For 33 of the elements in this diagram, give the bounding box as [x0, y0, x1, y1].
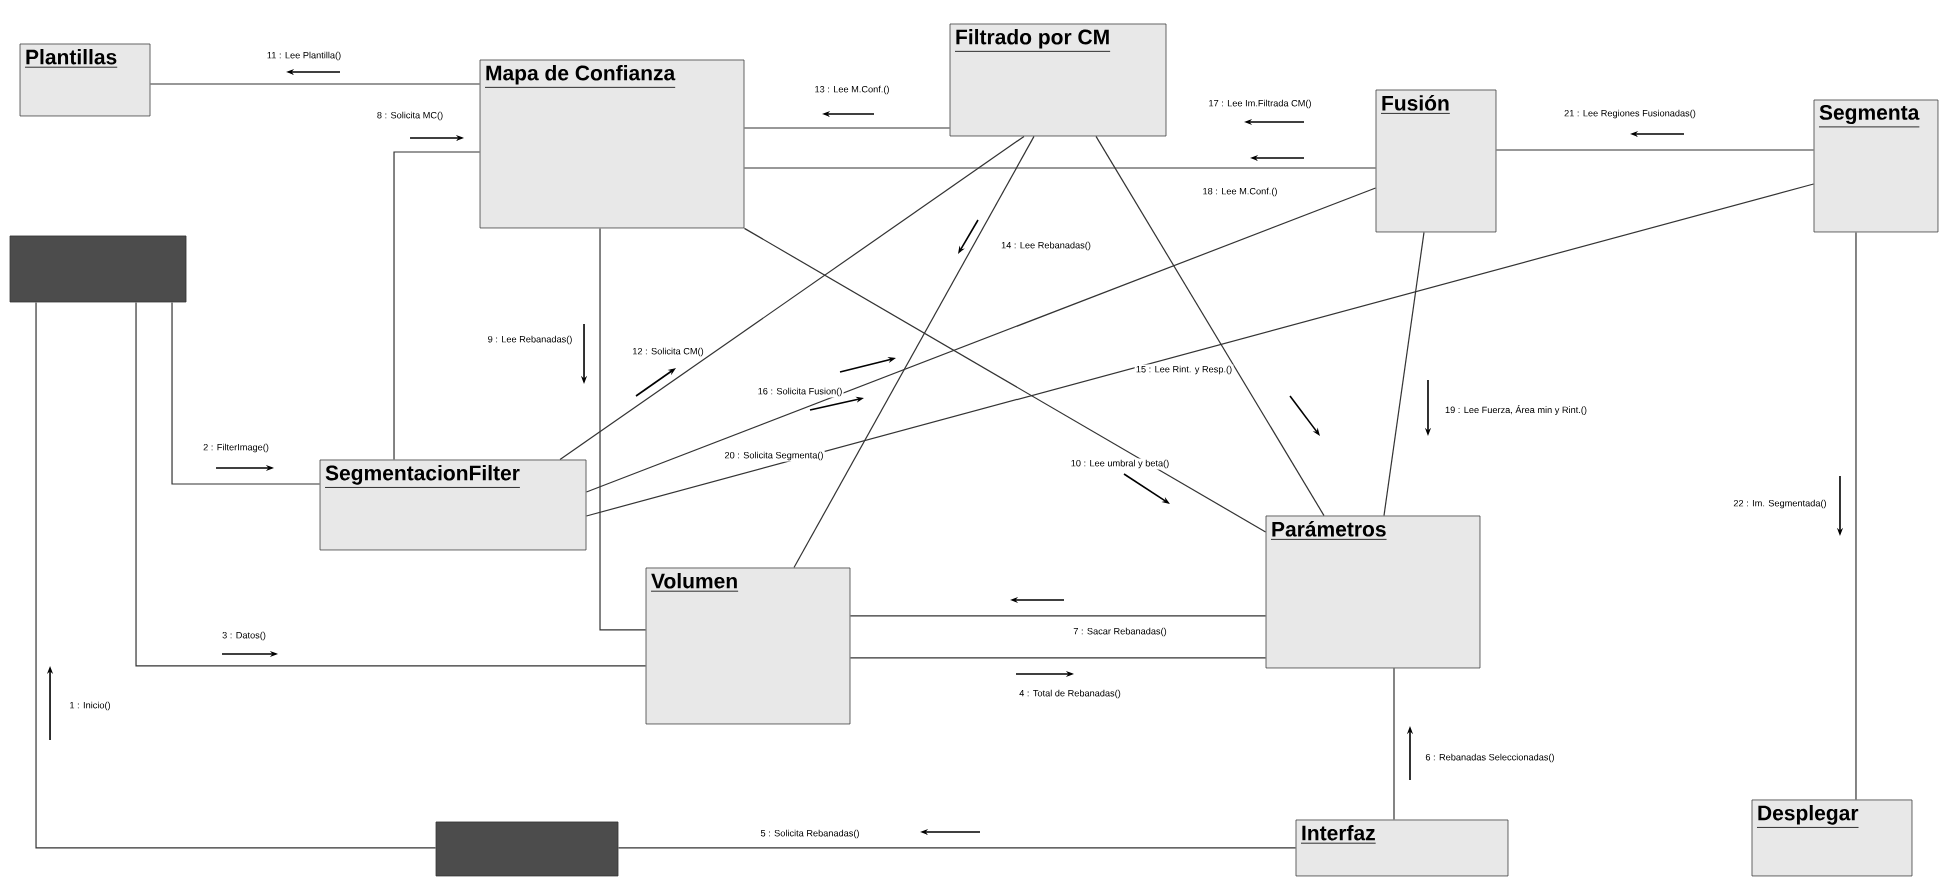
- object-box: Volumen: [645, 567, 851, 725]
- link-line: [1495, 149, 1815, 151]
- object-box: SegmentacionFilter: [319, 459, 587, 551]
- link-line: [35, 301, 437, 849]
- object-box: Fusión: [1375, 89, 1497, 233]
- link-line: [617, 847, 1297, 849]
- link-line: [585, 183, 1815, 517]
- object-box: Parámetros: [1265, 515, 1481, 669]
- link-line: [849, 657, 1267, 659]
- filled-box: [435, 821, 619, 877]
- object-box: Desplegar: [1751, 799, 1913, 877]
- link-line: [135, 301, 647, 667]
- object-box: Segmenta: [1813, 99, 1939, 233]
- link-line: [585, 187, 1377, 493]
- object-box: Interfaz: [1295, 819, 1509, 877]
- link-line: [743, 227, 1267, 533]
- object-box: Filtrado por CM: [949, 23, 1167, 137]
- link-line: [743, 127, 951, 129]
- link-line: [393, 151, 481, 461]
- link-line: [149, 83, 481, 85]
- link-line: [559, 135, 1025, 461]
- object-box: Plantillas: [19, 43, 151, 117]
- link-line: [171, 301, 321, 485]
- link-line: [1855, 231, 1857, 801]
- link-line: [1095, 135, 1325, 517]
- link-line: [793, 135, 1035, 569]
- filled-box: [9, 235, 187, 303]
- link-line: [849, 615, 1267, 617]
- object-box: Mapa de Confianza: [479, 59, 745, 229]
- link-line: [1393, 667, 1395, 821]
- link-line: [1383, 231, 1425, 517]
- link-line: [599, 227, 647, 631]
- link-line: [743, 167, 1377, 169]
